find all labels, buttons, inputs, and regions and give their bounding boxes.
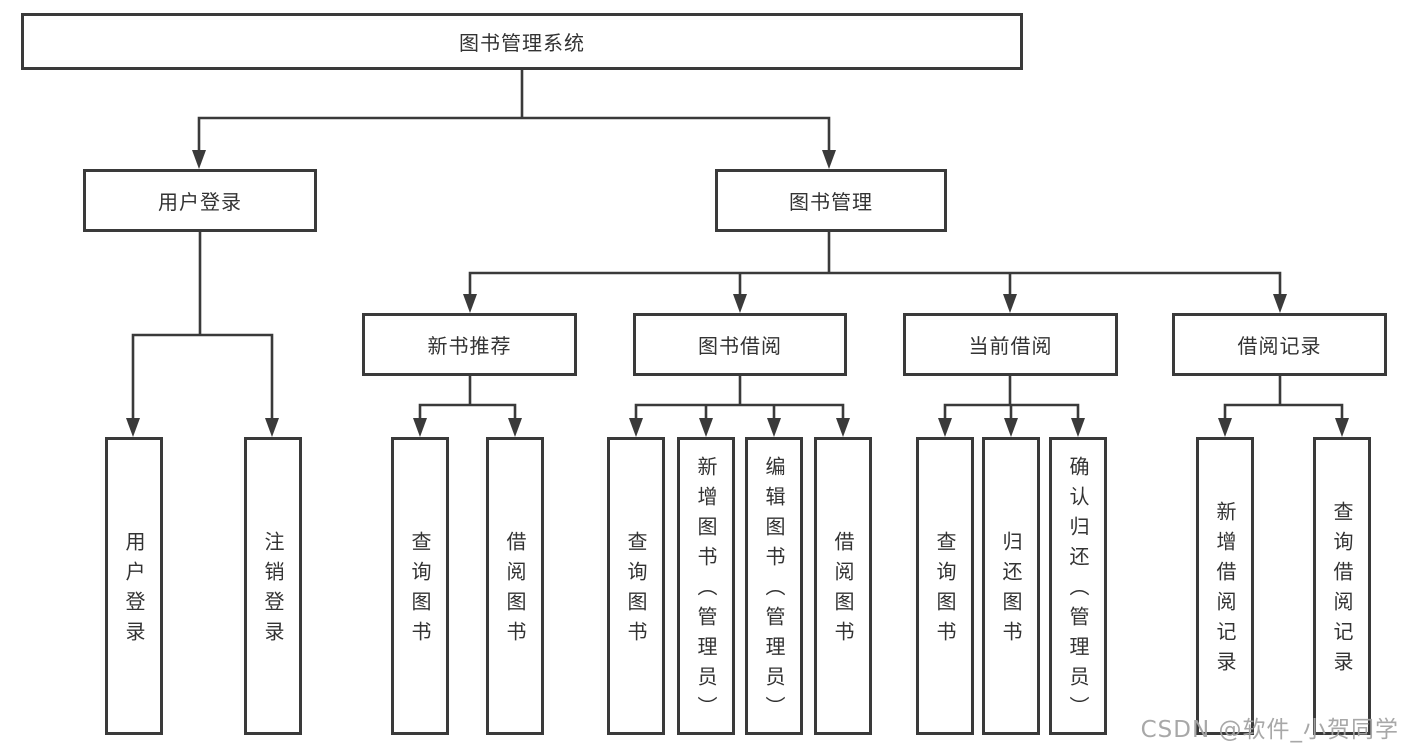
leaf-add-books-admin: 新增图书（管理员） — [677, 437, 735, 735]
leaf-logout: 注销登录 — [244, 437, 302, 735]
leaf-query-books-current: 查询图书 — [916, 437, 974, 735]
node-label: 新书推荐 — [427, 334, 512, 358]
arrowhead-icon — [767, 418, 781, 437]
leaf-add-borrow-record: 新增借阅记录 — [1196, 437, 1254, 735]
node-label: 图书管理系统 — [459, 31, 585, 55]
leaf-query-books-borrowing: 查询图书 — [607, 437, 665, 735]
leaf-label: 借阅图书 — [831, 531, 855, 651]
node-label: 图书借阅 — [698, 334, 782, 358]
node-new-book-recommend: 新书推荐 — [362, 313, 577, 376]
arrowhead-icon — [508, 418, 522, 437]
arrowhead-icon — [1071, 418, 1085, 437]
node-label: 用户登录 — [158, 190, 242, 214]
edge-new-rec-rail — [418, 403, 517, 430]
arrowhead-icon — [1004, 418, 1018, 437]
leaf-label: 确认归还（管理员） — [1066, 456, 1090, 726]
leaf-label: 新增图书（管理员） — [694, 456, 718, 726]
arrowhead-icon — [1273, 294, 1287, 313]
edge-borrow-records-rail — [1223, 403, 1344, 430]
csdn-watermark: CSDN @软件_小贺同学 — [1140, 717, 1399, 743]
leaf-label: 查询图书 — [624, 531, 648, 651]
node-label: 当前借阅 — [968, 334, 1053, 358]
arrowhead-icon — [733, 294, 747, 313]
leaf-label: 查询图书 — [408, 531, 432, 651]
leaf-return-books: 归还图书 — [982, 437, 1040, 735]
leaf-borrow-books-recommend: 借阅图书 — [486, 437, 544, 735]
node-label: 借阅记录 — [1237, 334, 1322, 358]
arrowhead-icon — [413, 418, 427, 437]
leaf-query-borrow-record: 查询借阅记录 — [1313, 437, 1371, 735]
arrowhead-icon — [126, 418, 140, 437]
leaf-confirm-return-admin: 确认归还（管理员） — [1049, 437, 1107, 735]
leaf-user-login: 用户登录 — [105, 437, 163, 735]
leaf-borrow-books-borrowing: 借阅图书 — [814, 437, 872, 735]
arrowhead-icon — [938, 418, 952, 437]
node-label: 图书管理 — [789, 190, 873, 214]
arrowhead-icon — [629, 418, 643, 437]
leaf-label: 新增借阅记录 — [1213, 501, 1237, 681]
edge-level2-rail — [197, 116, 831, 162]
leaf-label: 借阅图书 — [503, 531, 527, 651]
arrowhead-icon — [265, 418, 279, 437]
edge-user-login-rail — [131, 333, 274, 430]
arrowhead-icon — [192, 150, 206, 169]
leaf-label: 查询借阅记录 — [1330, 501, 1354, 681]
node-user-login: 用户登录 — [83, 169, 317, 232]
node-book-borrowing: 图书借阅 — [633, 313, 847, 376]
leaf-query-books-recommend: 查询图书 — [391, 437, 449, 735]
leaf-label: 编辑图书（管理员） — [762, 456, 786, 726]
edge-book-mgmt-rail — [468, 271, 1282, 306]
node-root-system: 图书管理系统 — [21, 13, 1023, 70]
arrowhead-icon — [836, 418, 850, 437]
leaf-label: 归还图书 — [999, 531, 1023, 651]
arrowhead-icon — [463, 294, 477, 313]
node-book-management: 图书管理 — [715, 169, 947, 232]
arrowhead-icon — [1003, 294, 1017, 313]
leaf-label: 用户登录 — [122, 531, 146, 651]
arrowhead-icon — [699, 418, 713, 437]
leaf-label: 注销登录 — [261, 531, 285, 651]
arrowhead-icon — [1335, 418, 1349, 437]
node-current-borrowing: 当前借阅 — [903, 313, 1118, 376]
leaf-edit-books-admin: 编辑图书（管理员） — [745, 437, 803, 735]
node-borrow-records: 借阅记录 — [1172, 313, 1387, 376]
arrowhead-icon — [822, 150, 836, 169]
arrowheads — [126, 150, 1349, 437]
leaf-label: 查询图书 — [933, 531, 957, 651]
arrowhead-icon — [1218, 418, 1232, 437]
edge-book-borrow-rail — [634, 403, 845, 430]
